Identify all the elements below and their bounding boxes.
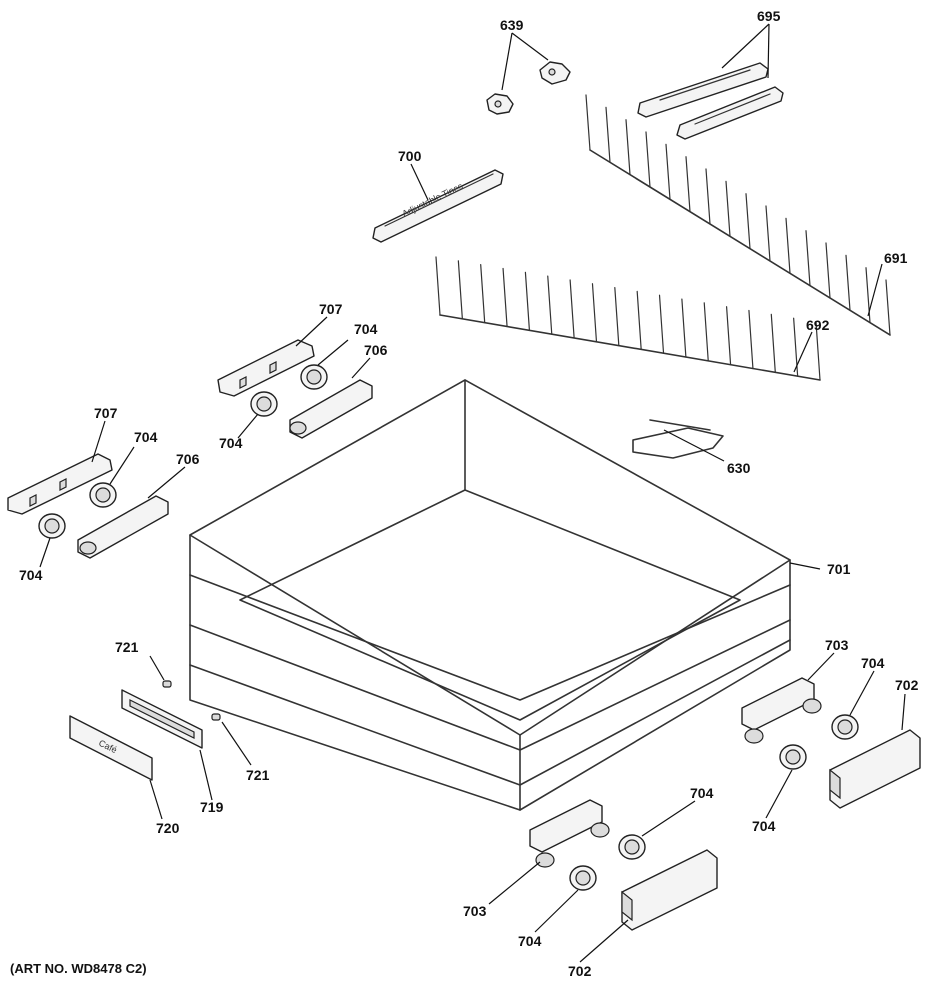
tine <box>865 267 871 324</box>
tine <box>748 309 754 370</box>
callout-719: 719 <box>200 799 224 815</box>
callout-706-lower: 706 <box>176 451 200 467</box>
callout-707-lower: 707 <box>94 405 118 421</box>
tine <box>591 283 598 343</box>
callout-labels: 639 695 700 691 692 630 707 704 706 704 … <box>19 8 919 979</box>
callout-721-lower: 721 <box>246 767 270 783</box>
tine <box>502 267 508 328</box>
clip-639-left <box>486 93 514 115</box>
wheel-704-a <box>300 364 328 390</box>
rail-695-upper <box>637 62 769 118</box>
rail-695-lower <box>676 86 784 140</box>
tine <box>725 180 731 237</box>
wheel-704-h <box>569 865 597 891</box>
tine <box>636 290 642 351</box>
callout-704-bottom-b: 704 <box>518 933 542 949</box>
callout-720: 720 <box>156 820 180 836</box>
callout-703-right: 703 <box>825 637 849 653</box>
wheel-704-g <box>618 834 646 860</box>
tine <box>681 298 687 358</box>
tine-row-691 <box>585 94 891 336</box>
tine <box>725 306 732 366</box>
tine <box>785 217 791 274</box>
wheel-carrier-706-upper <box>289 379 373 439</box>
callout-704-lower-b: 704 <box>19 567 43 583</box>
callout-692: 692 <box>806 317 830 333</box>
tine <box>805 230 811 287</box>
tine <box>480 264 486 324</box>
tine <box>770 313 776 373</box>
callout-702-right: 702 <box>895 677 919 693</box>
tine <box>569 279 575 339</box>
tine <box>825 242 831 299</box>
tine <box>745 193 751 250</box>
screw-721-upper <box>162 680 172 688</box>
callout-706-upper: 706 <box>364 342 388 358</box>
wheel-704-b <box>250 391 278 417</box>
callout-701: 701 <box>827 561 851 577</box>
tine-row-692 <box>435 256 821 381</box>
tine <box>703 302 709 362</box>
callout-721-upper: 721 <box>115 639 139 655</box>
callout-702-bottom: 702 <box>568 963 592 979</box>
callout-639: 639 <box>500 17 524 33</box>
tine <box>765 205 771 262</box>
tine <box>625 119 631 176</box>
callout-704-bottom-a: 704 <box>690 785 714 801</box>
tine <box>585 94 591 151</box>
adjustable-tines-rail-700: Adjustable Tines <box>372 169 504 243</box>
callout-691: 691 <box>884 250 908 266</box>
callout-630: 630 <box>727 460 751 476</box>
callout-700: 700 <box>398 148 422 164</box>
rack-630 <box>632 419 724 459</box>
tine <box>885 279 891 336</box>
leader-lines <box>39 23 906 963</box>
end-cap-702-bottom <box>621 849 718 931</box>
wheel-carrier-707-upper <box>217 339 315 397</box>
callout-704-upper-a: 704 <box>354 321 378 337</box>
art-number: (ART NO. WD8478 C2) <box>10 961 147 976</box>
badge-holder-719 <box>121 689 203 749</box>
tine <box>457 260 463 320</box>
callout-704-lower-a: 704 <box>134 429 158 445</box>
tine <box>658 294 665 354</box>
tine <box>524 271 531 331</box>
lower-basket-701 <box>189 379 791 811</box>
tine <box>845 254 851 311</box>
callout-704-right-a: 704 <box>861 655 885 671</box>
tine <box>645 131 651 188</box>
callout-703-bottom: 703 <box>463 903 487 919</box>
tine <box>665 143 671 200</box>
tine <box>435 256 441 316</box>
callout-704-right-b: 704 <box>752 818 776 834</box>
wheel-carrier-706-lower <box>77 495 169 559</box>
wheel-704-e <box>831 714 859 740</box>
clip-639-right <box>539 61 571 85</box>
tine <box>815 321 821 381</box>
wheel-carrier-703-bottom <box>529 799 610 868</box>
callout-704-upper-b: 704 <box>219 435 243 451</box>
callout-695: 695 <box>757 8 781 24</box>
callout-707-upper: 707 <box>319 301 343 317</box>
wheel-704-d <box>38 513 66 539</box>
badge-720: Café <box>69 715 153 781</box>
wheel-704-c <box>89 482 117 508</box>
tine <box>605 106 611 163</box>
tine <box>705 168 711 225</box>
screw-721-lower <box>211 713 221 721</box>
tine <box>685 156 691 213</box>
end-cap-702-right <box>829 729 921 809</box>
wheel-704-f <box>779 744 807 770</box>
wheel-carrier-707-lower <box>7 453 113 515</box>
tine <box>614 286 620 347</box>
wheel-carrier-703-right <box>741 677 822 744</box>
tine <box>547 275 553 335</box>
